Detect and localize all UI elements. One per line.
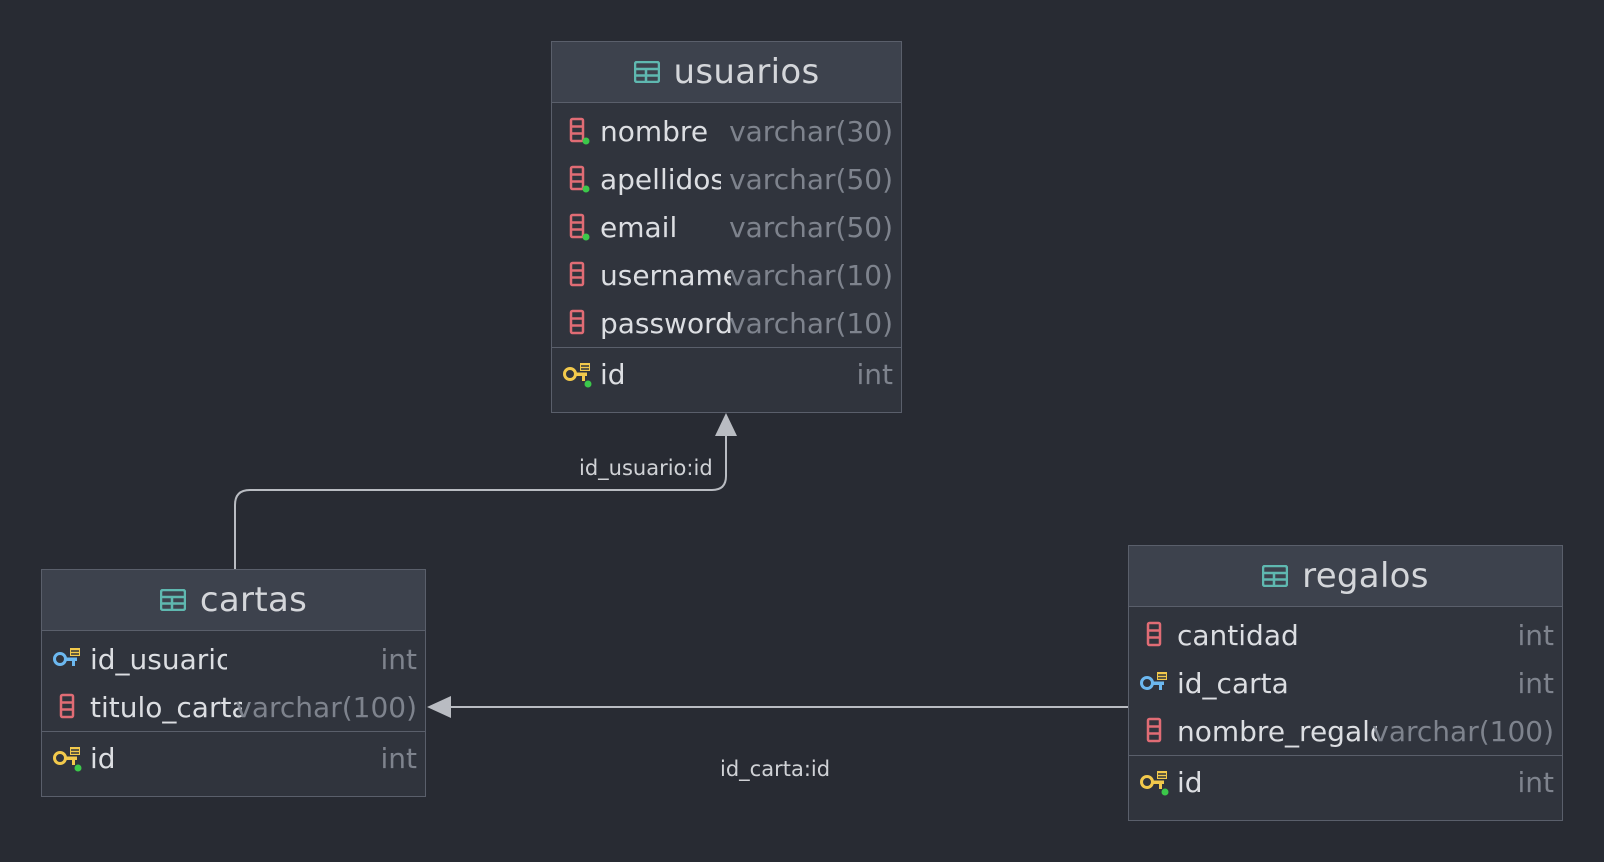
foreign-key-icon xyxy=(1140,672,1167,690)
column-row-email[interactable]: email varchar(50) xyxy=(552,203,901,251)
column-type: varchar(50) xyxy=(729,210,893,244)
foreign-key-icon xyxy=(53,648,80,666)
column-row-nombre-regalo[interactable]: nombre_regalo varchar(100) xyxy=(1129,707,1562,755)
column-list: id_usuario int titulo_carta varchar(100) xyxy=(42,631,425,731)
link-label-id-carta: id_carta:id xyxy=(720,757,831,781)
column-type: int xyxy=(380,741,417,775)
column-name: nombre xyxy=(600,114,709,148)
link-label-id-usuario: id_usuario:id xyxy=(579,456,713,480)
table-name: usuarios xyxy=(673,52,820,92)
link-cartas-usuarios-arrowhead xyxy=(715,413,737,436)
table-header[interactable]: usuarios xyxy=(552,42,901,103)
table-name: regalos xyxy=(1302,556,1429,596)
key-list: id int xyxy=(552,348,901,400)
primary-key-icon xyxy=(53,747,82,772)
column-row-id-carta[interactable]: id_carta int xyxy=(1129,659,1562,707)
key-list: id int xyxy=(42,732,425,784)
column-row-cantidad[interactable]: cantidad int xyxy=(1129,611,1562,659)
link-regalos-cartas-arrowhead xyxy=(427,696,451,718)
column-type: int xyxy=(1517,618,1554,652)
column-icon xyxy=(59,693,75,719)
table-usuarios[interactable]: usuarios nombre varchar(30) xyxy=(551,41,902,413)
key-divider xyxy=(1129,755,1562,756)
link-cartas-usuarios-line xyxy=(234,434,727,569)
column-row-id-usuario[interactable]: id_usuario int xyxy=(42,635,425,683)
key-divider xyxy=(552,347,901,348)
primary-key-icon xyxy=(1140,771,1169,796)
column-name: id xyxy=(1177,765,1203,799)
column-name: apellidos xyxy=(600,162,721,196)
column-name: id_carta xyxy=(1177,666,1289,700)
column-name: email xyxy=(600,210,678,244)
column-type: varchar(10) xyxy=(729,306,893,340)
column-icon xyxy=(1146,621,1162,647)
column-type: int xyxy=(1517,666,1554,700)
column-type: varchar(50) xyxy=(729,162,893,196)
column-icon xyxy=(569,309,585,335)
column-name: password xyxy=(600,306,731,340)
column-type: int xyxy=(380,642,417,676)
column-type: varchar(100) xyxy=(1372,714,1554,748)
column-type: varchar(30) xyxy=(729,114,893,148)
table-header[interactable]: regalos xyxy=(1129,546,1562,607)
table-cartas[interactable]: cartas id_usuario int xyxy=(41,569,426,797)
column-icon xyxy=(1146,717,1162,743)
column-list: nombre varchar(30) apellidos varchar(50) xyxy=(552,103,901,347)
table-header[interactable]: cartas xyxy=(42,570,425,631)
column-row-id[interactable]: id int xyxy=(42,732,425,784)
column-row-id[interactable]: id int xyxy=(552,348,901,400)
column-icon xyxy=(569,261,585,287)
column-notnull-icon xyxy=(569,213,590,241)
column-name: username xyxy=(600,258,731,292)
table-icon xyxy=(633,61,660,83)
column-notnull-icon xyxy=(569,165,590,193)
key-list: id int xyxy=(1129,756,1562,808)
column-type: int xyxy=(856,357,893,391)
column-name: id_usuario xyxy=(90,642,227,676)
table-name: cartas xyxy=(199,580,308,620)
table-icon xyxy=(159,589,186,611)
column-name: cantidad xyxy=(1177,618,1299,652)
column-row-apellidos[interactable]: apellidos varchar(50) xyxy=(552,155,901,203)
column-name: titulo_carta xyxy=(90,690,242,724)
column-type: int xyxy=(1517,765,1554,799)
column-row-username[interactable]: username varchar(10) xyxy=(552,251,901,299)
column-name: id xyxy=(90,741,116,775)
column-row-password[interactable]: password varchar(10) xyxy=(552,299,901,347)
table-icon xyxy=(1262,565,1289,587)
table-regalos[interactable]: regalos cantidad int xyxy=(1128,545,1563,821)
primary-key-icon xyxy=(563,363,592,388)
column-row-id[interactable]: id int xyxy=(1129,756,1562,808)
column-list: cantidad int id_carta int xyxy=(1129,607,1562,755)
column-type: varchar(100) xyxy=(235,690,417,724)
key-divider xyxy=(42,731,425,732)
column-name: nombre_regalo xyxy=(1177,714,1377,748)
column-row-nombre[interactable]: nombre varchar(30) xyxy=(552,107,901,155)
column-notnull-icon xyxy=(569,117,590,145)
column-name: id xyxy=(600,357,626,391)
column-type: varchar(10) xyxy=(729,258,893,292)
column-row-titulo-carta[interactable]: titulo_carta varchar(100) xyxy=(42,683,425,731)
